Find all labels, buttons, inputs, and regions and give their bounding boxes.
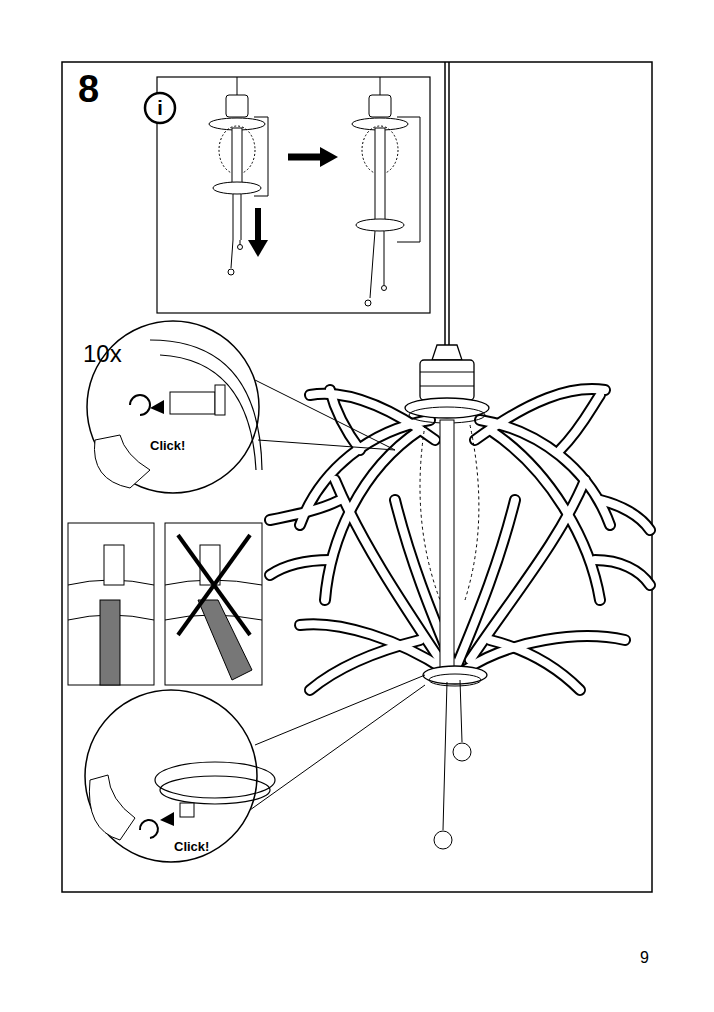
step-number: 8 — [78, 70, 99, 108]
page-number: 9 — [640, 950, 649, 966]
info-icon-letter: i — [157, 98, 163, 118]
click-note: Click! — [174, 840, 209, 853]
click-note: Click! — [150, 439, 185, 452]
quantity-label: 10x — [83, 342, 122, 366]
